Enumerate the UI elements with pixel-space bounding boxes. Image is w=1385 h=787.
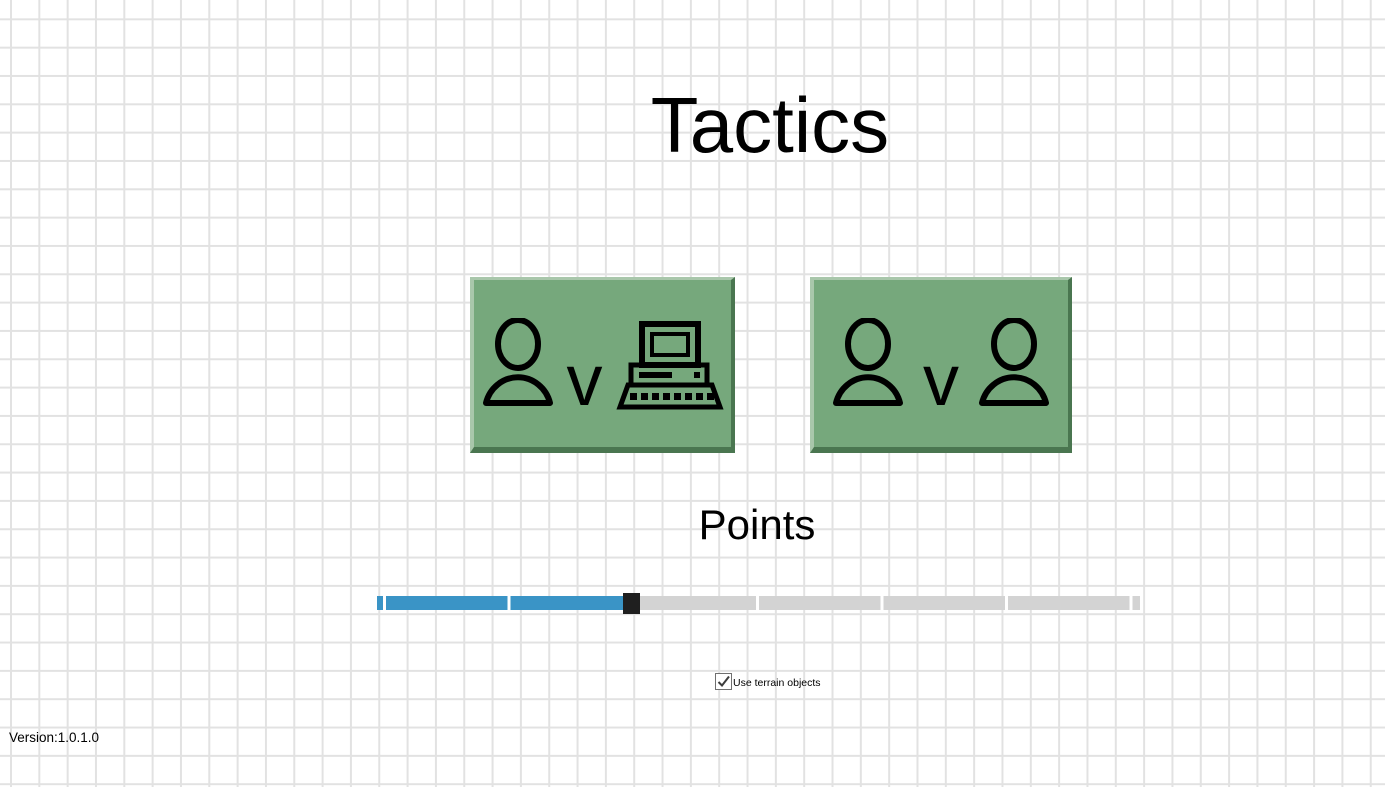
player-vs-player-content: v [832,317,1050,417]
slider-fill [377,596,623,610]
points-slider[interactable] [377,593,1140,614]
person-icon [832,317,904,406]
slider-handle[interactable] [623,593,640,614]
use-terrain-label[interactable]: Use terrain objects [733,676,821,689]
player-vs-computer-button[interactable]: v [470,277,735,453]
player-vs-player-button[interactable]: v [810,277,1072,453]
use-terrain-checkbox[interactable] [715,673,732,690]
player-vs-computer-content: v [482,317,724,417]
versus-label: v [923,340,959,421]
versus-label: v [566,340,603,421]
page-title: Tactics [650,81,890,169]
points-label: Points [698,501,816,548]
person-icon [978,317,1050,406]
version-label: Version:1.0.1.0 [9,730,100,745]
computer-icon [615,320,724,413]
checkmark-icon [717,675,730,688]
use-terrain-option[interactable]: Use terrain objects [715,673,821,690]
person-icon [482,317,554,406]
